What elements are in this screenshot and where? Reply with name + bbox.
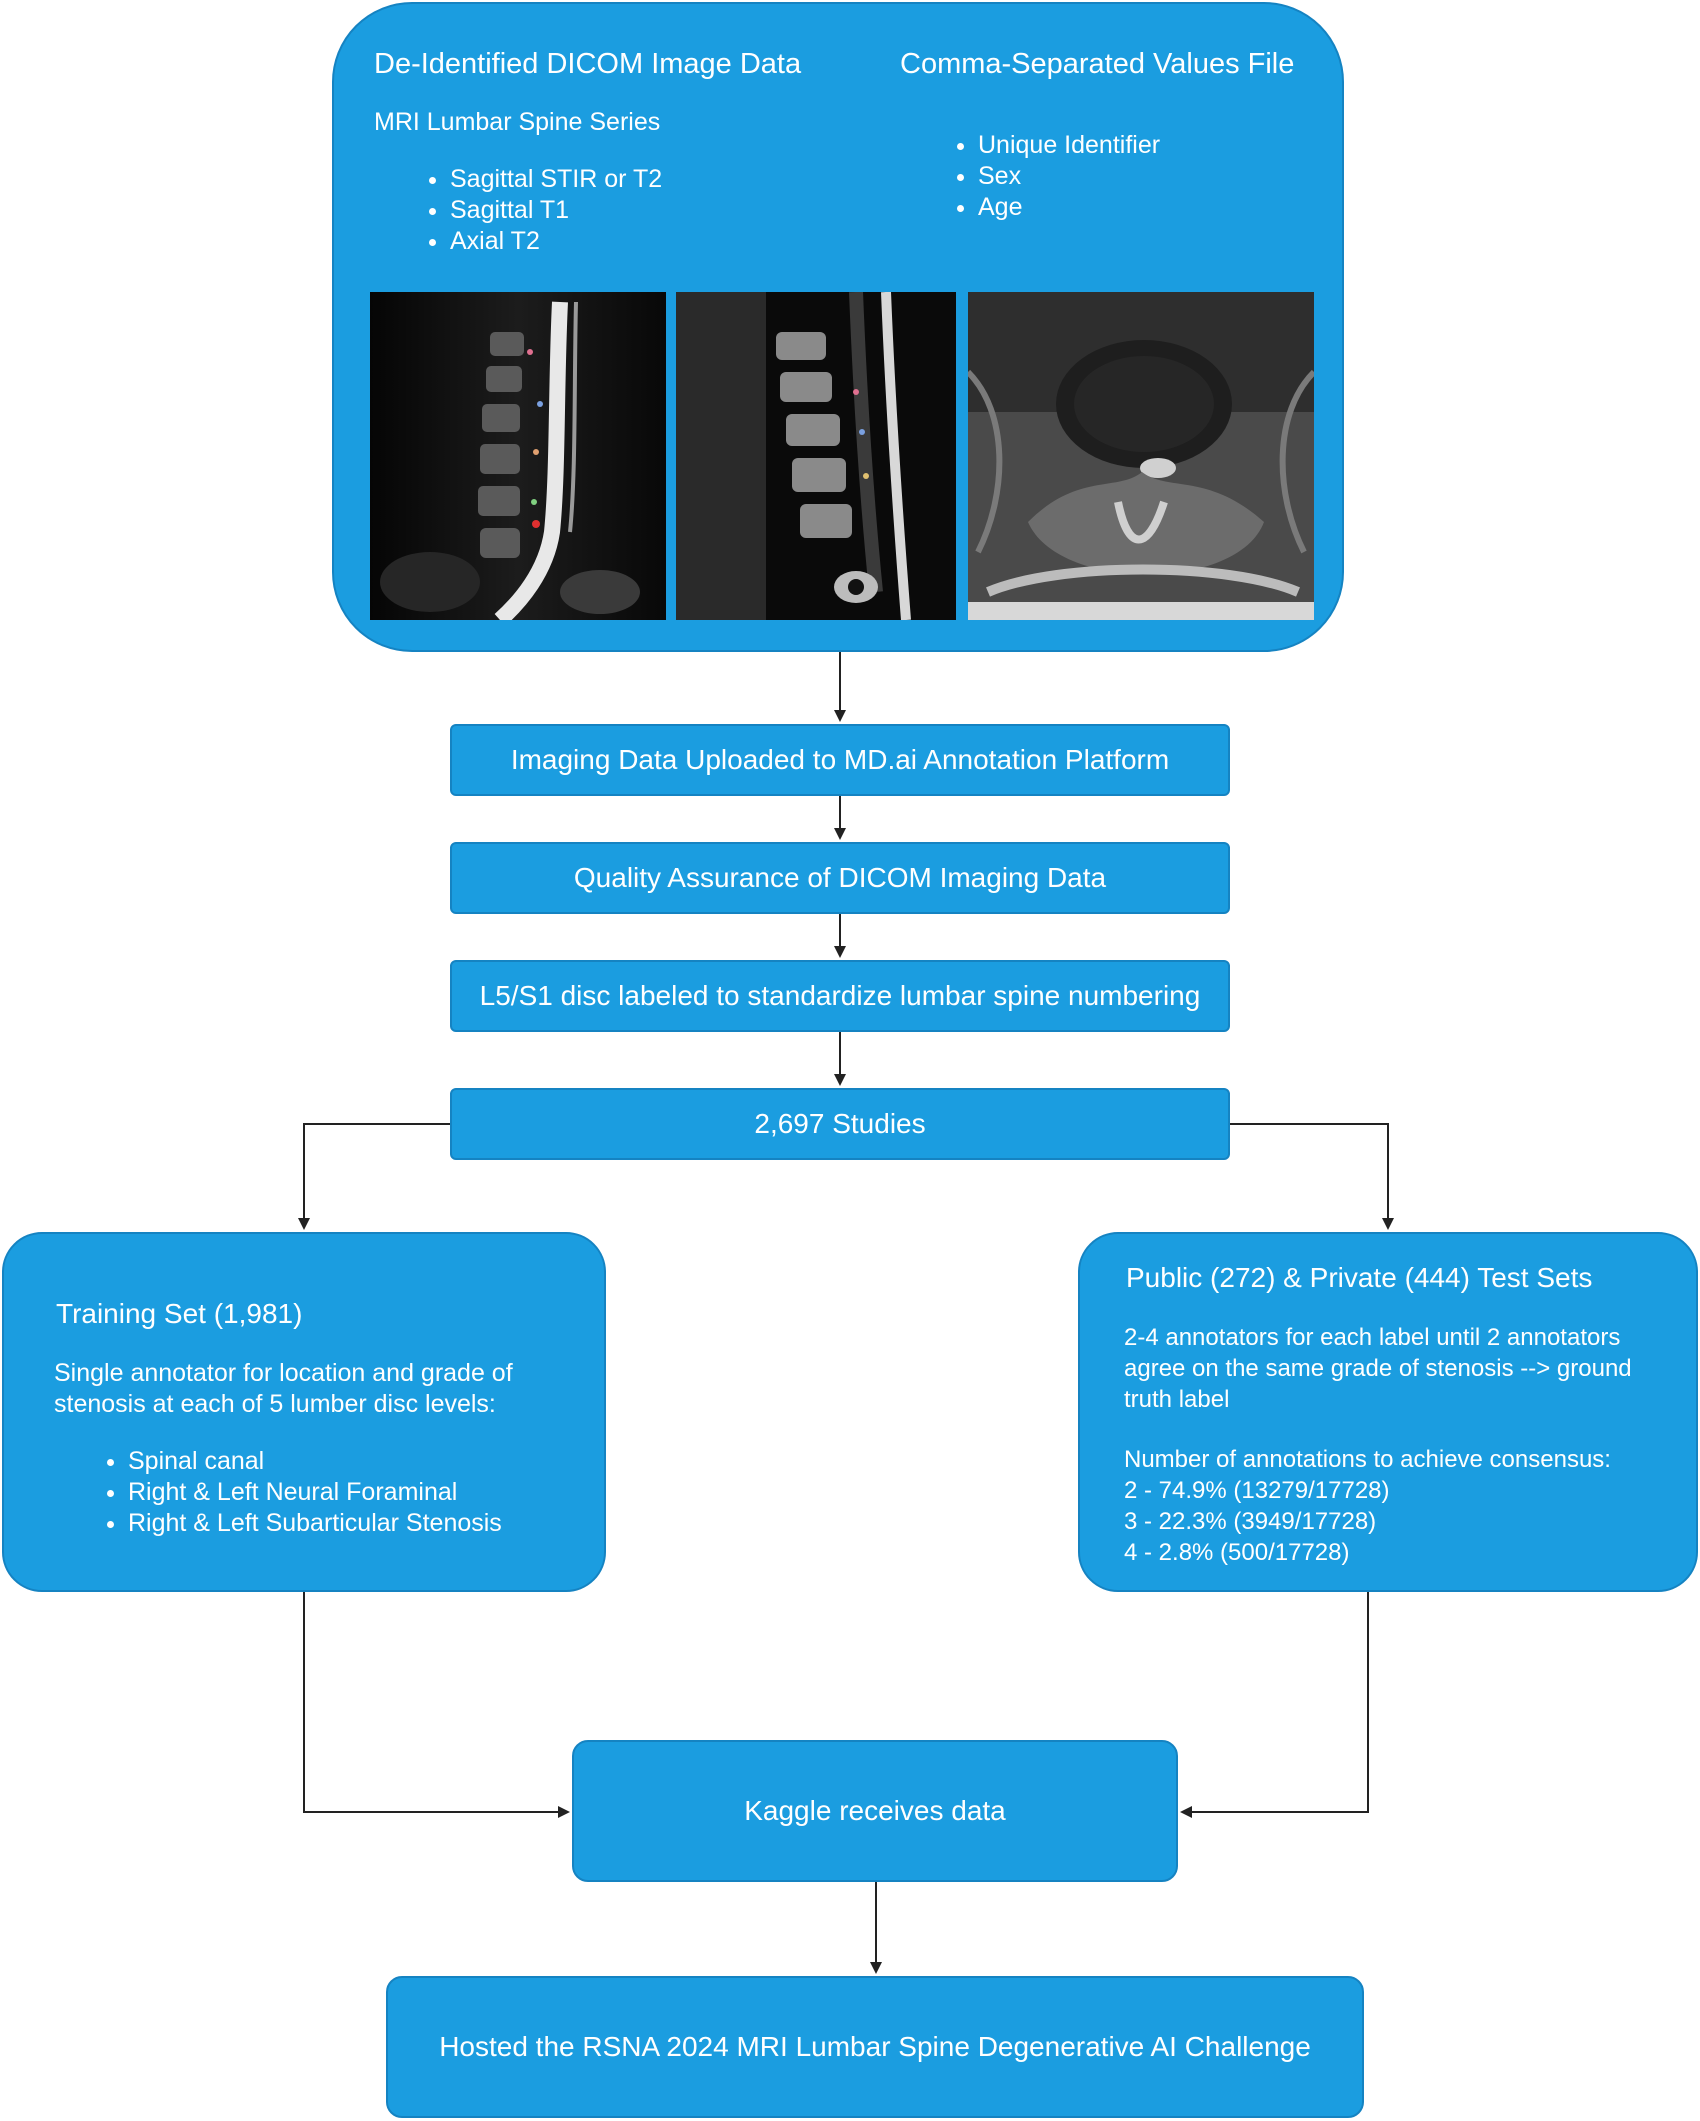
series-item: Axial T2 [450, 226, 662, 257]
test-set-title: Public (272) & Private (444) Test Sets [1126, 1262, 1593, 1293]
studies-step-box: 2,697 Studies [450, 1088, 1230, 1160]
csv-list: Unique Identifier Sex Age [942, 130, 1160, 223]
csv-title: Comma-Separated Values File [900, 48, 1295, 80]
kaggle-step-label: Kaggle receives data [744, 1795, 1006, 1826]
training-set-title: Training Set (1,981) [56, 1298, 303, 1329]
l5s1-step-box: L5/S1 disc labeled to standardize lumbar… [450, 960, 1230, 1032]
sagittal-stir-image [370, 292, 666, 620]
training-set-box: Training Set (1,981) Single annotator fo… [2, 1232, 606, 1592]
upload-step-label: Imaging Data Uploaded to MD.ai Annotatio… [510, 744, 1170, 775]
training-set-description: Single annotator for location and grade … [54, 1359, 513, 1418]
series-title: MRI Lumbar Spine Series [374, 108, 661, 136]
arrow-training-to-kaggle [303, 1592, 570, 1818]
arrow-studies-to-training [298, 1123, 450, 1230]
training-set-item: Spinal canal [128, 1446, 502, 1477]
hosted-step-box: Hosted the RSNA 2024 MRI Lumbar Spine De… [386, 1976, 1364, 2118]
csv-item: Unique Identifier [978, 130, 1160, 161]
hosted-step-label: Hosted the RSNA 2024 MRI Lumbar Spine De… [439, 2031, 1311, 2062]
csv-item: Sex [978, 161, 1160, 192]
series-item: Sagittal STIR or T2 [450, 164, 662, 195]
l5s1-step-label: L5/S1 disc labeled to standardize lumbar… [479, 980, 1201, 1011]
sagittal-t1-image [676, 292, 956, 620]
data-sources-panel: De-Identified DICOM Image Data MRI Lumba… [332, 2, 1344, 652]
consensus-lines: 2 - 74.9% (13279/17728) 3 - 22.3% (3949/… [1124, 1475, 1390, 1568]
csv-item: Age [978, 192, 1160, 223]
training-set-list: Spinal canal Right & Left Neural Foramin… [92, 1446, 502, 1539]
series-item: Sagittal T1 [450, 195, 662, 226]
arrow-studies-to-test [1228, 1123, 1394, 1230]
qa-step-label: Quality Assurance of DICOM Imaging Data [573, 862, 1107, 893]
dicom-title: De-Identified DICOM Image Data [374, 48, 802, 80]
studies-step-label: 2,697 Studies [754, 1108, 926, 1139]
consensus-line: 3 - 22.3% (3949/17728) [1124, 1508, 1377, 1535]
upload-step-box: Imaging Data Uploaded to MD.ai Annotatio… [450, 724, 1230, 796]
consensus-title: Number of annotations to achieve consens… [1124, 1446, 1611, 1473]
arrow-test-to-kaggle [1180, 1592, 1369, 1818]
series-list: Sagittal STIR or T2 Sagittal T1 Axial T2 [414, 164, 662, 257]
test-set-description: 2-4 annotators for each label until 2 an… [1124, 1324, 1632, 1413]
kaggle-step-box: Kaggle receives data [572, 1740, 1178, 1882]
qa-step-box: Quality Assurance of DICOM Imaging Data [450, 842, 1230, 914]
consensus-line: 2 - 74.9% (13279/17728) [1124, 1477, 1390, 1504]
training-set-item: Right & Left Neural Foraminal [128, 1477, 502, 1508]
training-set-item: Right & Left Subarticular Stenosis [128, 1508, 502, 1539]
test-set-box: Public (272) & Private (444) Test Sets 2… [1078, 1232, 1698, 1592]
consensus-line: 4 - 2.8% (500/17728) [1124, 1539, 1350, 1566]
axial-t2-image [968, 292, 1314, 620]
